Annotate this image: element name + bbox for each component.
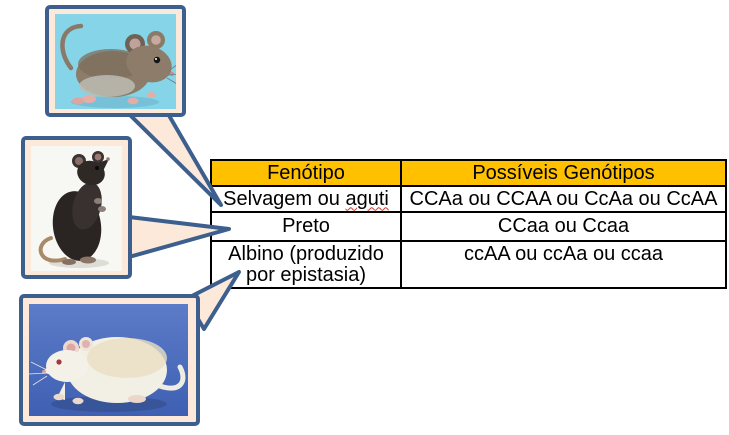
mouse-ear-icon xyxy=(125,34,145,54)
mouse-eye xyxy=(153,56,161,64)
phenotype-wild-text: Selvagem ou xyxy=(223,187,346,210)
callout-agouti-tail xyxy=(125,110,223,207)
phenotype-cell-black: Preto xyxy=(210,211,402,242)
mouse-tail xyxy=(60,23,84,71)
phenotype-cell-albino: Albino (produzido por epistasia) xyxy=(210,240,402,289)
genotypes-cell-black: CCaa ou Ccaa xyxy=(400,211,727,242)
phenotype-wild-flagged-word: aguti xyxy=(345,187,389,210)
header-cell-phenotype: Fenótipo xyxy=(210,159,402,187)
mouse-nose xyxy=(169,71,175,77)
genetics-table: Fenótipo Possíveis Genótipos Selvagem ou… xyxy=(210,159,727,289)
albino-ear-icon xyxy=(63,340,79,356)
callout-albino-rat xyxy=(19,270,241,426)
callout-agouti-mouse xyxy=(45,5,223,207)
albino-eye xyxy=(56,359,62,365)
table-header-row: Fenótipo Possíveis Genótipos xyxy=(210,159,727,187)
rat-nose xyxy=(106,157,110,161)
phenotype-genotype-table: Fenótipo Possíveis Genótipos Selvagem ou… xyxy=(210,159,727,289)
black-rat-photo xyxy=(31,146,122,271)
rat-eye xyxy=(95,166,99,170)
rat-ear-icon xyxy=(72,154,86,168)
callout-black-rat xyxy=(21,136,231,279)
albino-tail xyxy=(148,364,186,391)
albino-rat-photo xyxy=(29,304,188,416)
albino-nose xyxy=(42,370,46,374)
phenotype-cell-wild: Selvagem ou aguti xyxy=(210,185,402,213)
agouti-mouse-photo xyxy=(55,14,176,109)
table-row-black: Preto CCaa ou Ccaa xyxy=(210,211,727,242)
genotypes-cell-albino: ccAA ou ccAa ou ccaa xyxy=(400,240,727,289)
header-cell-genotypes: Possíveis Genótipos xyxy=(400,159,727,187)
callout-black-bubble xyxy=(21,136,132,279)
callout-albino-bubble xyxy=(19,294,200,426)
genotypes-cell-wild: CCAa ou CCAA ou CcAa ou CcAA xyxy=(400,185,727,213)
table-row-wild: Selvagem ou aguti CCAa ou CCAA ou CcAa o… xyxy=(210,185,727,213)
rat-tail xyxy=(38,236,67,263)
callout-agouti-bubble xyxy=(45,5,186,117)
table-row-albino: Albino (produzido por epistasia) ccAA ou… xyxy=(210,240,727,289)
